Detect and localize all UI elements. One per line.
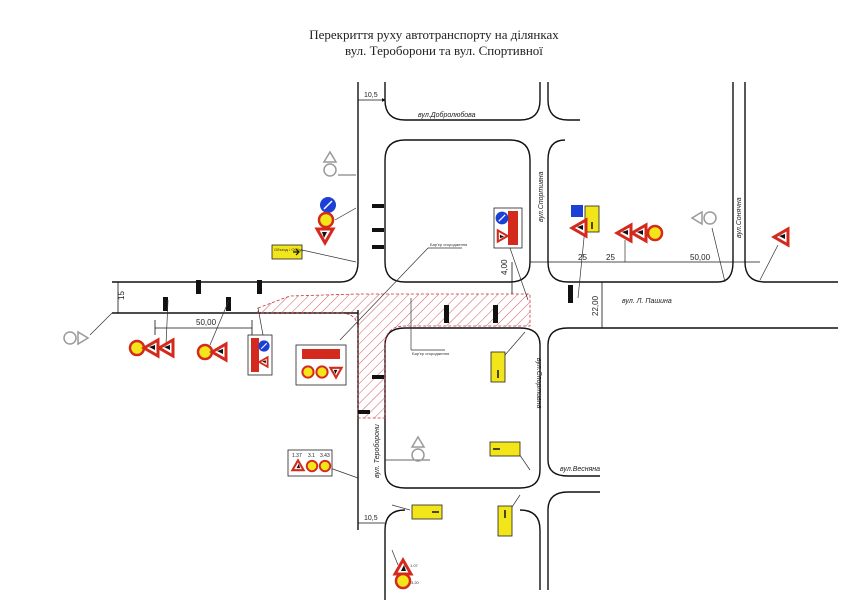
dim-22: 22,00 [591,295,600,316]
sign-1-07-south [393,558,413,576]
sign-3-24-speed [317,211,335,229]
sign-1-37-roadworks [315,227,335,245]
label-3-20: 3.20 [411,580,420,585]
detour-sign-north-west: Объезд / Об'їзд [271,244,303,260]
dim-10-5-bottom: 10,5 [364,515,378,522]
road-edges [112,82,838,600]
plan-title-line2: вул. Тероборони та вул. Спортивної [345,43,543,58]
street-sportyvna-south: вул.Спортивна [535,358,542,409]
street-sonyachna: вул.Сонячна [736,197,743,238]
sign-1-37-west-b [157,338,175,358]
sign-1-37-west-c [210,342,228,362]
sign-board-north-center [493,207,523,249]
sign-1-37-east [630,223,648,243]
inactive-sign-group-east [691,211,717,225]
street-terooborony: вул. Тероборони [373,424,381,478]
inactive-sign-group-west [63,331,89,345]
street-vesniana: вул.Веснянa [560,466,600,473]
sign-board-south-west: 1.37 3.1 3.43 [287,449,333,477]
label-1-07: 1.07 [410,563,419,568]
street-dobroliubova: вул.Добролюбова [418,111,476,119]
street-pashyna: вул. Л. Пашина [622,298,672,305]
sign-board-center-west [295,344,347,386]
block-center-north [384,139,531,283]
dim-15: 15 [117,291,126,300]
plan-title-line1: Перекриття руху автотранспорту на ділянк… [309,27,559,42]
detour-sign-south-east [497,505,513,537]
sign-5-38-speed [646,224,664,242]
sign-3-20-south [394,572,412,590]
sign-1-37-north-east [570,218,588,238]
dim-10-5-top: 10,5 [364,92,378,99]
sign-4-1-1-blue [319,196,337,214]
sign-2-4-blue-square [571,205,583,217]
sign-1-33 [615,223,633,243]
dimension-lines [117,98,760,524]
sign-board-west [247,334,273,376]
barrier-annotation-bottom: Бар'єр огородження [410,298,449,356]
dim-50-right: 50,00 [690,253,711,262]
detour-sign-south-center [489,441,521,457]
dim-4: 4,00 [500,259,509,275]
block-dobroliubova-north [384,82,541,121]
street-sportyvna-north: вул.Спортивна [538,171,545,222]
dim-25-b: 25 [606,253,615,262]
svg-text:Бар'єр огородження: Бар'єр огородження [412,351,449,356]
svg-text:1.37: 1.37 [292,453,302,459]
dim-50-left: 50,00 [196,318,217,327]
barrier-annotation-top: Бар'єр огородження [339,242,467,341]
plan-title: Перекриття руху автотранспорту на ділянк… [0,27,848,59]
sign-1-37-west-a [142,338,160,358]
svg-text:Объезд / Об'їзд: Объезд / Об'їзд [274,247,303,252]
svg-text:Бар'єр огородження: Бар'єр огородження [430,242,467,247]
sign-1-37-far-east [772,227,790,247]
svg-text:3.43: 3.43 [320,453,330,459]
inactive-sign-group-south [411,436,425,462]
inactive-sign-group-north [323,151,337,177]
dim-25-a: 25 [578,253,587,262]
detour-sign-center [490,351,506,383]
detour-sign-south-west [411,504,443,520]
sign-leader-lines [89,174,779,566]
barriers [163,204,573,414]
closure-hatched-area [257,293,531,419]
svg-text:3.1: 3.1 [308,453,315,459]
